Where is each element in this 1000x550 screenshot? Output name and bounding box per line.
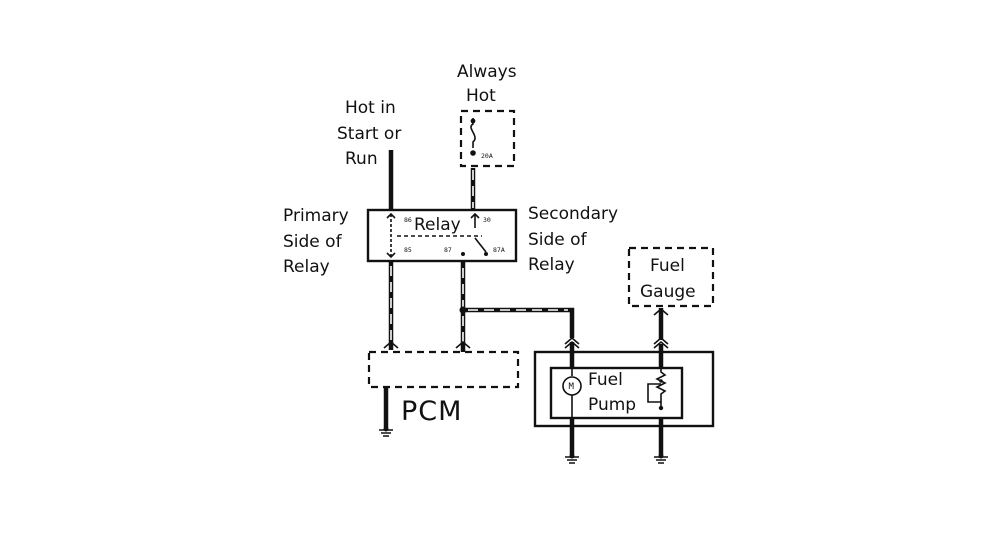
pcm-label: PCM bbox=[401, 396, 462, 427]
relay-pin-30: 30 bbox=[483, 216, 491, 224]
secondary-side-label: Secondary Side of Relay bbox=[528, 204, 618, 275]
relay-pin-87: 87 bbox=[444, 246, 452, 254]
fuse-box: 20A bbox=[459, 109, 516, 168]
svg-text:Hot in: Hot in bbox=[345, 98, 396, 118]
svg-text:Relay: Relay bbox=[283, 257, 330, 277]
pump-connector-icon bbox=[564, 336, 580, 349]
pcm-ground-icon bbox=[379, 426, 393, 437]
svg-text:Fuel: Fuel bbox=[588, 370, 623, 390]
relay-pin-86: 86 bbox=[404, 216, 412, 224]
sender-ground-icon bbox=[654, 453, 668, 464]
svg-text:Pump: Pump bbox=[588, 395, 636, 415]
svg-text:Always: Always bbox=[457, 62, 517, 82]
svg-text:Relay: Relay bbox=[528, 255, 575, 275]
svg-text:Hot: Hot bbox=[466, 86, 496, 106]
primary-side-label: Primary Side of Relay bbox=[283, 206, 349, 277]
splice-point bbox=[459, 306, 467, 314]
motor-label: M bbox=[569, 382, 575, 392]
svg-text:Secondary: Secondary bbox=[528, 204, 618, 224]
fuel-gauge-label: Fuel Gauge bbox=[640, 256, 696, 302]
relay-pin-85: 85 bbox=[404, 246, 412, 254]
svg-text:Gauge: Gauge bbox=[640, 282, 696, 302]
fuel-pump-module: M bbox=[533, 350, 715, 428]
relay-label: Relay bbox=[414, 215, 461, 235]
relay: 86 85 30 87 87A Relay bbox=[366, 208, 518, 263]
fuel-gauge bbox=[627, 246, 715, 308]
relay-pin-87a: 87A bbox=[493, 246, 505, 254]
pump-feed-wire bbox=[463, 307, 575, 338]
pcm-module bbox=[367, 350, 520, 389]
svg-text:Start or: Start or bbox=[337, 124, 401, 144]
svg-text:Side of: Side of bbox=[528, 230, 588, 250]
hot-in-start-label: Hot in Start or Run bbox=[337, 98, 401, 169]
fuse-rating: 20A bbox=[481, 152, 493, 160]
gauge-connector-icon bbox=[653, 307, 669, 349]
relay-connector-icon bbox=[383, 340, 471, 349]
motor-icon: M bbox=[562, 368, 582, 418]
svg-text:Fuel: Fuel bbox=[650, 256, 685, 276]
svg-text:Side of: Side of bbox=[283, 232, 343, 252]
always-hot-label: Always Hot bbox=[457, 62, 517, 106]
fuel-pump-label: Fuel Pump bbox=[588, 370, 636, 415]
fuel-level-sender-icon bbox=[647, 368, 667, 411]
svg-text:Primary: Primary bbox=[283, 206, 349, 226]
pump-ground-icon bbox=[565, 453, 579, 464]
svg-text:Run: Run bbox=[345, 149, 378, 169]
